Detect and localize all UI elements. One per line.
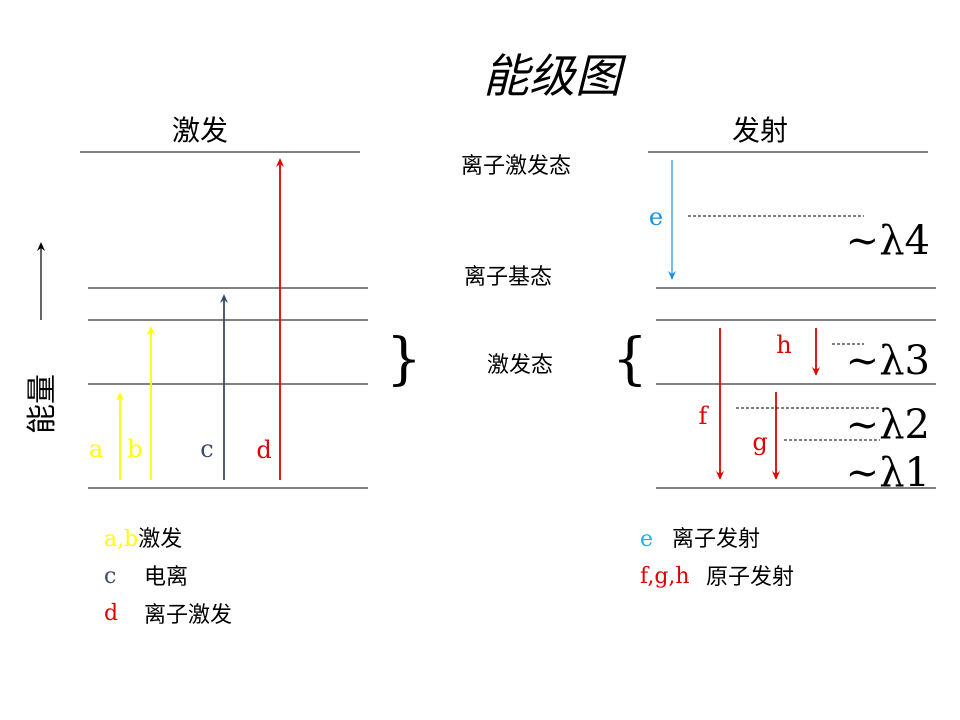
arrow-a-label: a — [89, 435, 103, 463]
arrow-c-label: c — [200, 435, 213, 463]
legend-fgh-key: f,g,h — [640, 564, 690, 589]
legend-fgh-text: 原子发射 — [706, 565, 794, 590]
right-heading: 发射 — [732, 114, 788, 147]
wavelength-lambda4: ~λ4 — [846, 218, 930, 264]
arrow-h-label: h — [776, 331, 791, 359]
label-ion-ground-state: 离子基态 — [464, 265, 552, 290]
arrow-g-label: g — [752, 428, 767, 456]
arrow-e-label: e — [649, 203, 663, 231]
label-ion-excited-state: 离子激发态 — [461, 154, 571, 179]
legend-e-key: e — [640, 527, 653, 552]
legend-c-text: 电离 — [144, 565, 188, 590]
wavelength-lambda2: ~λ2 — [846, 402, 930, 448]
label-excited-state: 激发态 — [487, 353, 553, 378]
legend-c-key: c — [104, 564, 116, 589]
legend-ab: a,b激发 — [104, 527, 182, 552]
legend-ab-key: a,b — [104, 527, 138, 552]
diagram-title: 能级图 — [483, 49, 627, 103]
wavelength-lambda3: ~λ3 — [846, 338, 930, 384]
left-brace: } — [386, 327, 422, 392]
left-heading: 激发 — [172, 114, 228, 147]
energy-axis-label: 能量 — [25, 374, 60, 434]
right-brace: { — [612, 327, 648, 392]
legend-d-key: d — [104, 601, 118, 626]
wavelength-lambda1: ~λ1 — [846, 450, 930, 496]
legend-e-text: 离子发射 — [672, 527, 760, 552]
arrow-f-label: f — [699, 402, 710, 430]
legend-ab-text: 激发 — [138, 527, 182, 552]
legend-d-text: 离子激发 — [144, 603, 232, 628]
arrow-b-label: b — [127, 435, 142, 463]
arrow-d-label: d — [256, 436, 271, 464]
